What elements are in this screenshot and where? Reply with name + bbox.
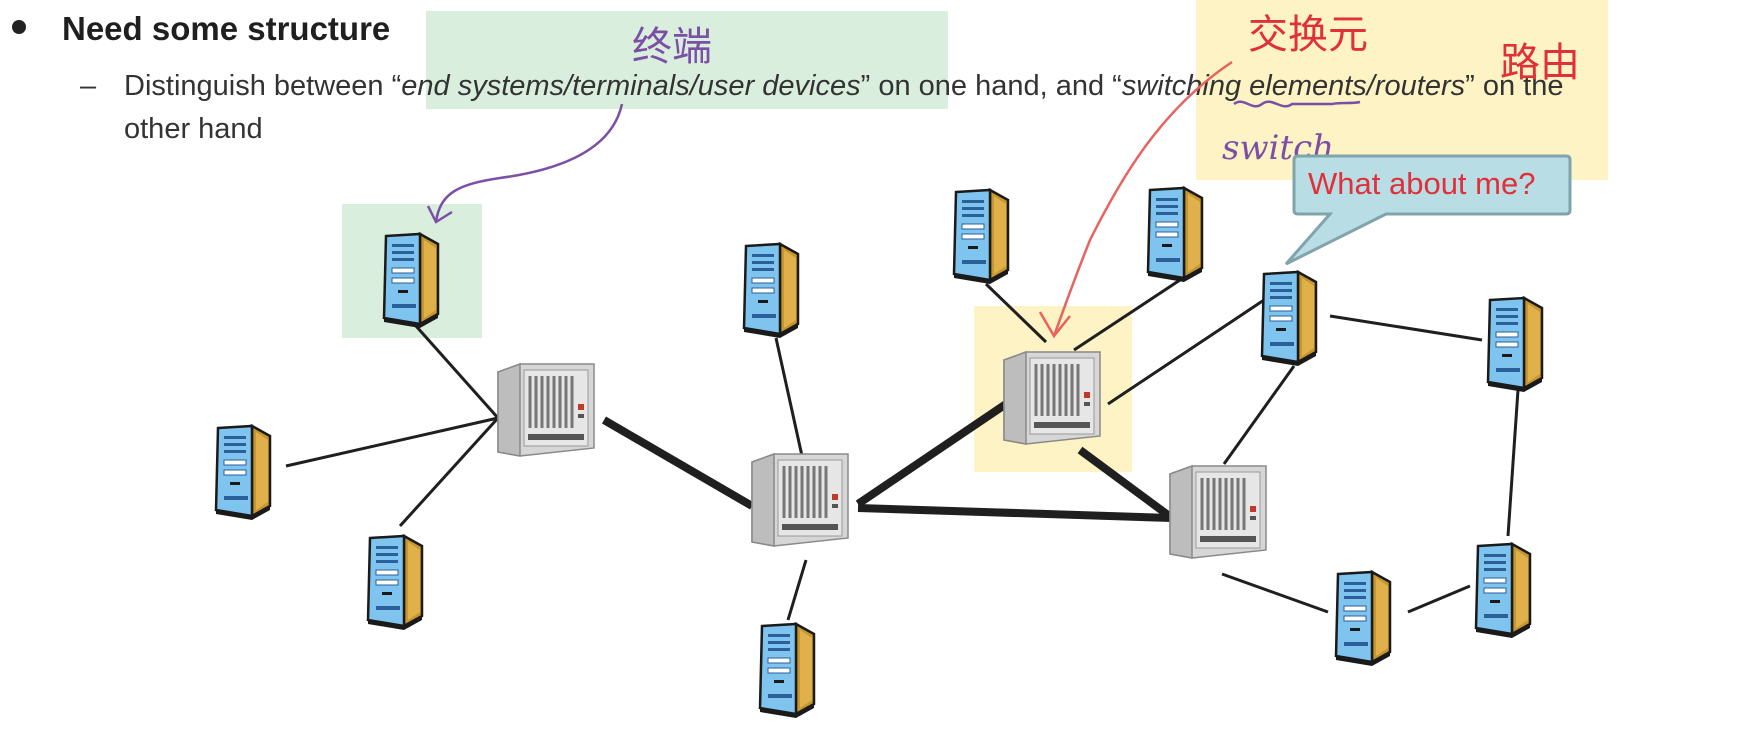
pc-bottom-right-2 — [1334, 570, 1392, 668]
annotation-arrow-red — [1052, 60, 1233, 337]
pc-bottom-right — [1474, 542, 1532, 640]
sub-text-end-systems: end systems/terminals/user devices — [401, 70, 861, 102]
pc-top-1 — [952, 188, 1010, 286]
sub-text-mid: ” on one hand, and “ — [860, 70, 1122, 102]
callout-bubble — [1284, 154, 1572, 266]
pc-terminal-highlighted — [382, 232, 440, 330]
pc-top-2 — [1146, 186, 1204, 284]
bullet-title: Need some structure — [62, 10, 391, 47]
annotation-arrow-purple — [434, 103, 624, 223]
router-3-highlighted — [1002, 350, 1102, 446]
pc-left — [214, 424, 272, 522]
arrow-head-red — [1038, 311, 1071, 339]
annotation-underline-squiggle — [1233, 100, 1361, 108]
sub-text-pre: Distinguish between “ — [124, 70, 402, 102]
pc-what-about-me — [1260, 270, 1318, 368]
annotation-terminal-cn: 终端 — [632, 24, 712, 70]
sub-text-post: ” on the — [1465, 70, 1564, 102]
sub-bullet-dash: – — [80, 70, 97, 102]
annotation-routing-cn: 路由 — [1500, 40, 1580, 86]
sub-bullet-line-1: Distinguish between “end systems/termina… — [124, 70, 1563, 103]
router-2 — [750, 452, 850, 548]
router-1 — [496, 362, 596, 458]
highlight-switching-elements — [1196, 0, 1608, 180]
sub-text-switching: switching elements/routers — [1121, 70, 1466, 102]
pc-bottom-left — [366, 534, 424, 632]
backbone-links — [601, 400, 1175, 522]
sub-bullet-line-2: other hand — [124, 113, 263, 145]
access-links — [285, 278, 1520, 621]
pc-top-center — [742, 242, 800, 340]
pc-right — [1486, 296, 1544, 394]
bullet-dot — [12, 20, 26, 34]
pc-bottom-center — [758, 622, 816, 720]
highlight-end-systems — [426, 11, 948, 109]
arrow-head-purple — [426, 205, 453, 224]
callout-text: What about me? — [1308, 166, 1536, 201]
router-4 — [1168, 464, 1268, 560]
annotation-switching-cn: 交换元 — [1248, 12, 1368, 58]
